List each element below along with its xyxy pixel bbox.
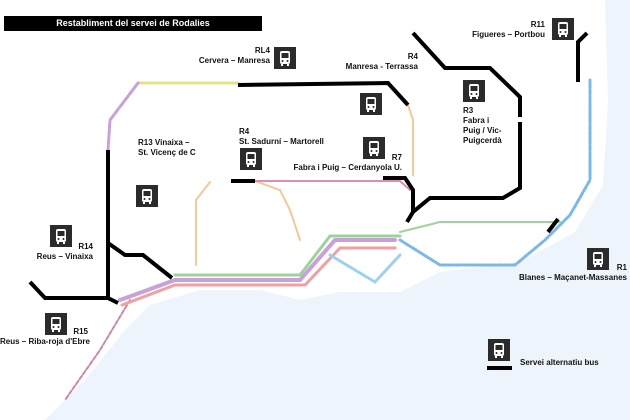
label-r13: R13 Vinaixa –St. Vicenç de C (138, 138, 196, 157)
bus-line-r14 (106, 241, 174, 280)
bus-line-rl4 (237, 80, 410, 107)
bus-line-r4-manresa-terrassa (411, 31, 522, 117)
bus-line-r11 (576, 31, 589, 82)
rail-line-r4-east (254, 180, 301, 241)
bus-service-lines (28, 31, 589, 370)
bus-line-r15 (28, 280, 108, 300)
sea (45, 0, 630, 420)
page-title: Restabliment del servei de Rodalies (4, 16, 262, 31)
bus-line-r1 (546, 217, 560, 234)
rail-line-r1-blue-inner (328, 253, 402, 284)
bus-icon (274, 47, 296, 69)
rail-line-coastal-bundle-3 (173, 234, 402, 277)
rail-line-r3-green (399, 221, 561, 233)
bus-line-r7 (383, 176, 415, 212)
rail-lines (64, 78, 592, 401)
bus-icon (463, 80, 485, 102)
rail-line-r1-blue (398, 78, 592, 267)
bus-line-r13 (106, 150, 119, 305)
rail-line-r4-orange (407, 104, 414, 176)
bus-icon (240, 148, 262, 170)
rail-line-r4-south (195, 181, 211, 266)
bus-icon (45, 313, 67, 335)
bus-icon (360, 93, 382, 115)
legend-label: Servei alternatiu bus (520, 358, 599, 367)
rail-line-coastal-bundle-2 (120, 246, 397, 307)
rail-line-coastal-bundle-1 (118, 238, 397, 302)
bus-icon (552, 18, 574, 40)
rail-line-r12-purple (106, 81, 140, 152)
bus-icon (587, 248, 609, 270)
rail-line-r2-pink (254, 180, 411, 191)
legend-bus-icon (488, 339, 510, 361)
bus-icon (136, 185, 158, 207)
bus-line-r3 (405, 122, 522, 224)
rail-line-coast-south (64, 299, 131, 401)
bus-icon (363, 137, 385, 159)
bus-icon (50, 225, 72, 247)
